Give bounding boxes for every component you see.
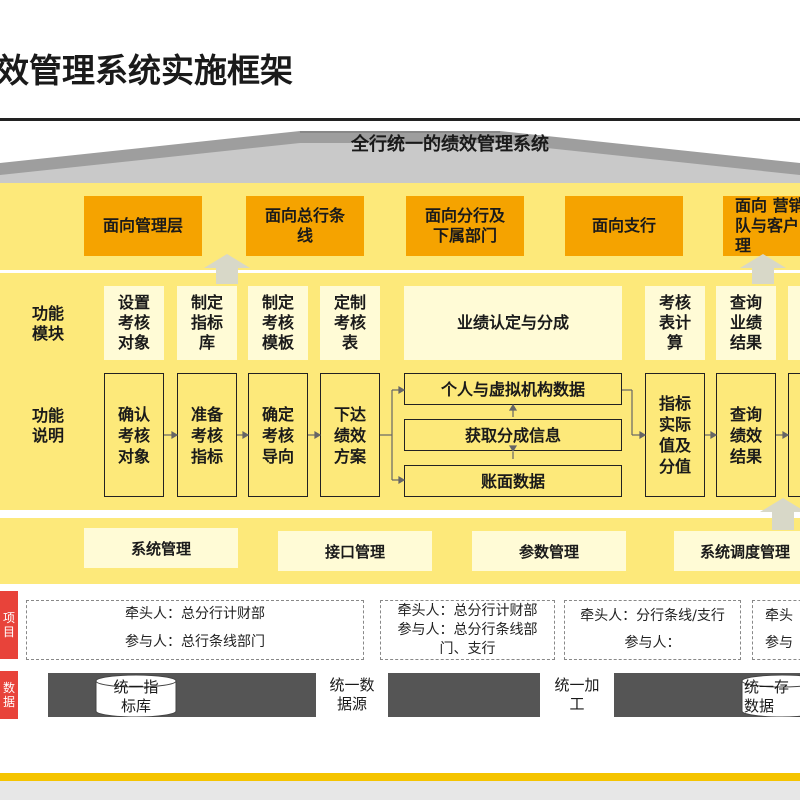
module-query-results: 查询 业绩 结果 [716,286,776,360]
interface-management: 接口管理 [278,531,432,571]
owner-lead: 牵头人：总分行计财部 [125,606,265,622]
module-table-calc: 考核 表计 算 [645,286,705,360]
owner-box: 牵头人：总分行计财部 参与人：总行条线部门 [26,600,364,660]
row-label-module: 功能 模块 [31,304,64,343]
roof-label: 全行统一的绩效管理系统 [351,134,549,155]
owner-lead: 牵头 [765,608,793,624]
unified-indicator-library: 统一指 标库 [113,678,159,715]
function-prepare-indicator: 准备 考核 指标 [177,373,237,497]
tier-management: 面向管理层 [84,196,202,256]
unified-processing: 统一加 工 [540,673,614,717]
owner-participants: 参与人：总分行条线部 门、支行 [397,622,538,657]
function-issue-plan: 下达 绩效 方案 [320,373,380,497]
side-tab-data: 数 据 [0,671,18,719]
database-icon [95,674,177,717]
module-indicator-library: 制定 指标 库 [177,286,237,360]
tier-head-office-line: 面向总行条 线 [246,196,364,256]
flow-connectors [164,385,790,485]
title-divider [0,118,800,121]
function-confirm-target: 确认 考核 对象 [104,373,164,497]
roof-shape [0,131,800,183]
unified-data-source: 统一数 据源 [316,673,388,717]
row-label-desc: 功能 说明 [31,406,64,445]
owner-box: 牵头人：总分行计财部 参与人：总分行条线部 门、支行 [380,600,555,660]
database-icon [741,674,800,717]
page-title: 效管理系统实施框架 [0,51,293,90]
owner-box: 牵头 参与 [752,600,800,660]
up-arrow-icon [760,498,800,530]
unified-storage: 统一存 数据 [744,678,790,715]
tier-sub-branch: 面向支行 [565,196,683,256]
footer-accent-bar [0,773,800,781]
module-set-target: 设置 考核 对象 [104,286,164,360]
owner-lead: 牵头人：总分行计财部 [397,603,538,619]
data-source-individual: 个人与虚拟机构数据 [404,373,622,405]
up-arrow-icon [204,254,250,284]
scheduling-management: 系统调度管理 [674,531,800,571]
side-tab-project: 项 目 [0,591,18,659]
up-arrow-icon [740,254,786,284]
module-extra [788,286,800,360]
owner-participants: 参与人： [624,635,681,651]
parameter-management: 参数管理 [472,531,626,571]
system-management: 系统管理 [84,528,238,568]
tier-marketing-team: 面向 营销 队与客户 理 [723,196,800,256]
module-performance-split: 业绩认定与分成 [404,286,622,360]
module-template: 制定 考核 模板 [248,286,308,360]
module-custom-table: 定制 考核 表 [320,286,380,360]
footer-bar [0,781,800,800]
owner-participants: 参与人：总行条线部门 [125,634,265,650]
owner-box: 牵头人：分行条线/支行 参与人： [564,600,741,660]
function-actual-value: 指标 实际 值及 分值 [645,373,705,497]
function-query-performance: 查询 绩效 结果 [716,373,776,497]
owner-lead: 牵头人：分行条线/支行 [580,608,725,624]
data-source-ledger: 账面数据 [404,465,622,497]
owner-participants: 参与 [765,635,793,651]
tier-branch: 面向分行及 下属部门 [406,196,524,256]
